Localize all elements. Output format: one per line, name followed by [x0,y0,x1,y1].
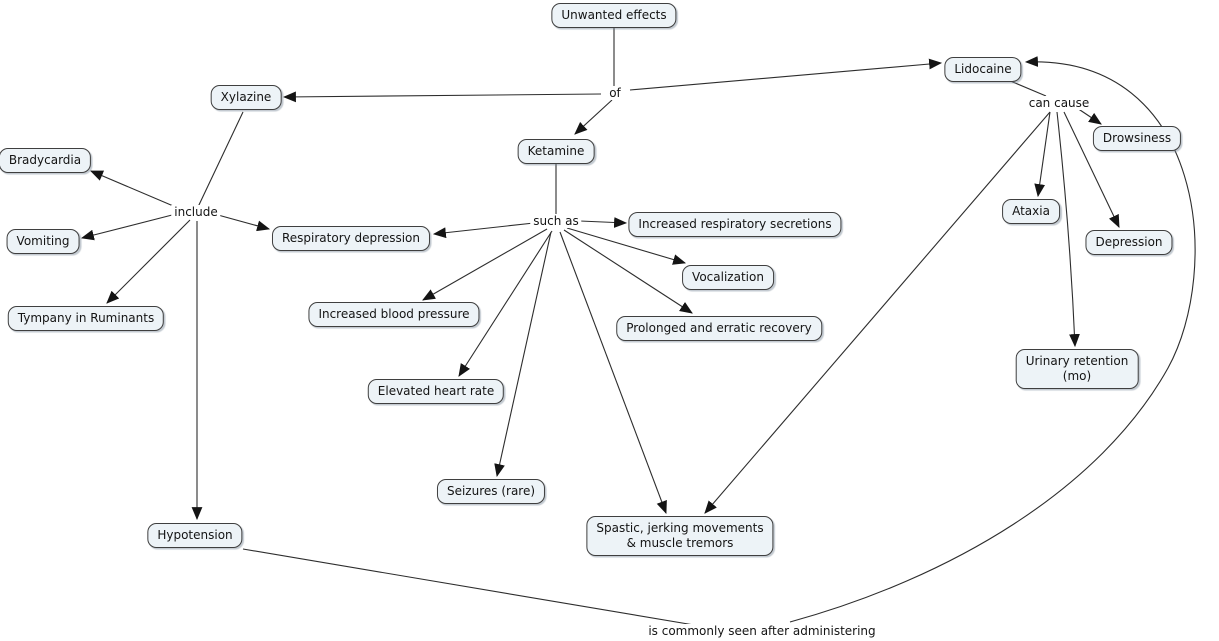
link-label-commonly-seen[interactable]: is commonly seen after administering [645,624,879,638]
edge-include-bradycardia [90,170,179,209]
node-drowsiness[interactable]: Drowsiness [1092,126,1182,151]
edge-xylazine-include [197,111,244,208]
node-ataxia[interactable]: Ataxia [1002,199,1060,224]
node-hypotension[interactable]: Hypotension [147,523,243,548]
link-label-of[interactable]: of [606,86,624,100]
edge-of-xylazine [282,91,602,103]
link-label-include[interactable]: include [171,205,221,219]
edge-suchas-spastic [559,231,667,515]
edge-suchas-prolonged [563,229,693,314]
edge-cancause-spastic [704,111,1051,514]
edge-hypotension-commonly [242,548,701,627]
edge-cancause-ataxia [1034,111,1051,198]
edge-cancause-depression [1063,111,1120,228]
node-vomiting[interactable]: Vomiting [6,229,80,254]
edge-of-lidocaine [629,58,943,91]
edge-suchas-respiratory-depression [432,222,535,239]
edge-cancause-drowsiness [1076,107,1102,125]
node-spastic-movements[interactable]: Spastic, jerking movements & muscle trem… [586,516,774,556]
edge-suchas-seizures [494,231,552,478]
edge-include-tympany [106,219,191,304]
link-label-such-as[interactable]: such as [530,214,582,228]
edge-commonly-lidocaine [789,56,1196,623]
node-tympany[interactable]: Tympany in Ruminants [7,306,165,331]
edge-suchas-secretions [579,217,628,228]
edge-of-ketamine [574,99,613,135]
node-prolonged-erratic-recovery[interactable]: Prolonged and erratic recovery [616,316,822,341]
edge-cancause-urinary [1056,111,1080,348]
node-lidocaine[interactable]: Lidocaine [944,57,1022,82]
node-vocalization[interactable]: Vocalization [682,265,774,290]
edge-suchas-blood-pressure [422,228,548,301]
node-unwanted-effects[interactable]: Unwanted effects [551,3,677,28]
link-label-can-cause[interactable]: can cause [1025,96,1093,110]
node-seizures[interactable]: Seizures (rare) [436,479,546,504]
node-bradycardia[interactable]: Bradycardia [0,148,92,173]
node-ketamine[interactable]: Ketamine [517,139,595,164]
edge-lidocaine-cancause [1007,79,1047,97]
edge-include-respiratory-depression [217,214,271,232]
node-xylazine[interactable]: Xylazine [210,85,282,110]
node-increased-blood-pressure[interactable]: Increased blood pressure [308,302,480,327]
node-urinary-retention[interactable]: Urinary retention (mo) [1015,349,1139,389]
edge-suchas-heart-rate [458,230,553,377]
edge-suchas-vocalization [566,227,687,265]
node-depression[interactable]: Depression [1085,230,1173,255]
node-elevated-heart-rate[interactable]: Elevated heart rate [367,379,505,404]
edge-include-vomiting [80,213,177,241]
node-respiratory-depression[interactable]: Respiratory depression [271,226,431,251]
node-increased-respiratory-secretions[interactable]: Increased respiratory secretions [628,212,842,237]
